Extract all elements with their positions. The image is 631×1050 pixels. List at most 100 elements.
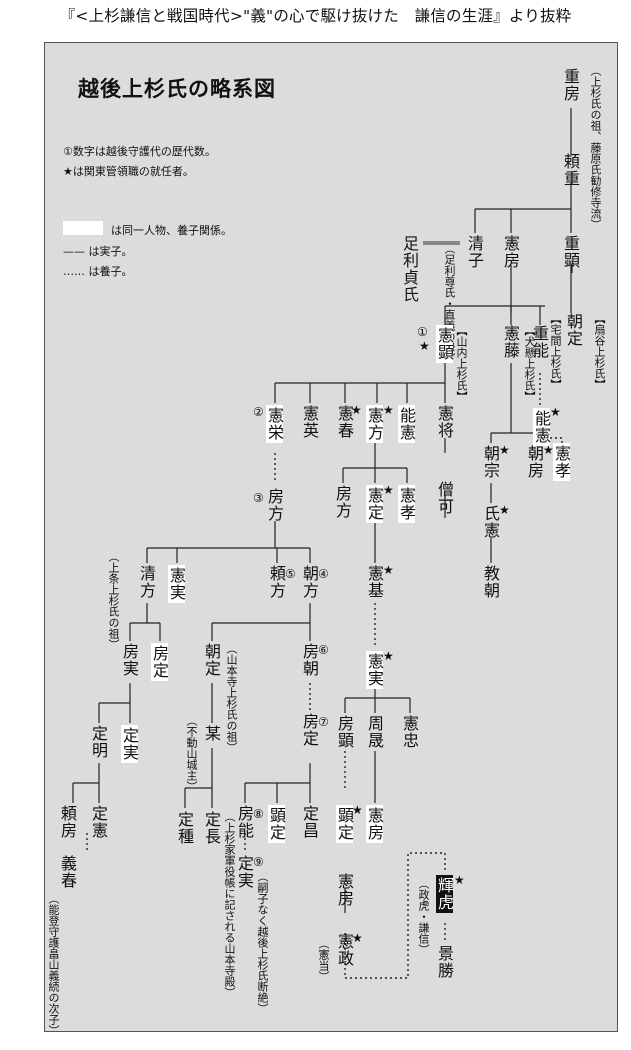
note-shigefusa: （上杉氏の祖、藤原氏勧修寺流） [589,65,602,230]
star-norikata: ★ [383,403,394,417]
node-fusasada2: 房定 [300,713,319,747]
num-fusasada2: ⑦ [318,715,329,729]
node-fusatomo: 房朝 [300,643,319,677]
node-norifusa2: 憲房 [365,805,384,843]
node-norimasa: 憲政 [335,933,354,967]
num-fusayoshi: ⑧ [253,807,264,821]
note-norimasa: （憲当） [317,938,330,982]
node-shigeaki: 重顕 [561,235,580,269]
node-noritaka2: 憲孝 [397,485,416,523]
node-noriei: 憲栄 [265,405,284,443]
node-shigeyoshi: 重能 [530,325,549,359]
legend-item-number: ①数字は越後守護代の歴代数。 [63,145,216,158]
node-ujinori: 氏憲 [481,505,500,539]
num-sadazane2: ⑨ [253,855,264,869]
note-kiyokata: （上条上杉氏の祖） [107,551,120,650]
node-yorikata: 頼方 [267,565,286,599]
num-yorikata: ⑤ [285,567,296,581]
node-sadanori: 定憲 [89,805,108,839]
star-norizane2: ★ [383,649,394,663]
star-tomofusa: ★ [543,443,554,457]
node-norifusa: 憲房 [501,235,520,269]
node-tomosada: 朝定 [564,313,583,347]
node-kagekatsu: 景勝 [435,945,454,979]
legend-white-box [63,221,103,235]
node-tomosada2: 朝定 [202,643,221,677]
genealogy-panel: 越後上杉氏の略系図 ①数字は越後守護代の歴代数。 ★は関東管領職の就任者。 は同… [44,42,618,1032]
legend-item-adopted: ‥‥‥ は養子。 [63,265,133,278]
node-shigefusa: 重房 [561,68,580,102]
star-tomomune: ★ [499,443,510,457]
node-tomomune: 朝宗 [481,445,500,479]
node-kiyokata: 清方 [137,565,156,599]
node-norisada: 憲定 [365,485,384,523]
node-ashikaga-sadauji: 足利貞氏 [400,235,419,303]
node-bo: 某 [202,725,221,742]
star-akisada: ★ [352,803,363,817]
node-noritada: 憲忠 [400,715,419,749]
node-norifusa3: 憲房 [335,873,354,907]
note-sadanaga: （上杉家軍役帳に記される山本寺殿） [223,811,236,998]
node-kiyoko: 清子 [465,235,484,269]
node-yoshinori: 能憲 [397,405,416,443]
label-ogigayatsu: 【扇谷上杉氏】 [593,313,606,390]
node-chikamori: 周晟 [365,715,384,749]
note-sadazane2: （嗣子なく越後上杉氏断絶） [256,871,269,1014]
star-terutora: ★ [454,873,465,887]
node-fusazane: 房実 [120,643,139,677]
star-norimasa: ★ [352,931,363,945]
star-noriharu: ★ [351,403,362,417]
chart-title: 越後上杉氏の略系図 [78,77,276,101]
node-noriaki: 憲顕 [435,325,454,363]
node-norimoto2: 憲基 [365,565,384,599]
num-fusatomo: ⑥ [318,643,329,657]
source-caption: 『<上杉謙信と戦国時代>"義"の心で駆け抜けた 謙信の生涯』より抜粋 [59,7,572,25]
star-yoshinori2: ★ [550,405,561,419]
node-yoshiharu: 義春 [58,855,77,889]
node-sadanaga: 定長 [202,811,221,845]
node-yoshinori2: 能憲 [532,408,551,446]
node-fusasada: 房定 [150,643,169,681]
node-sadazane2: 定実 [235,855,254,889]
legend-item-star: ★は関東管領職の就任者。 [63,165,194,178]
node-norimasa-monk: 憲将 [435,405,454,439]
node-terutora: 輝虎 [435,875,454,913]
star-ujinori: ★ [499,503,510,517]
node-yorifusa: 頼房 [58,805,77,839]
node-tomokata: 朝方 [300,565,319,599]
node-fusakata: 房方 [265,488,284,522]
node-sadamasa: 定昌 [300,805,319,839]
note-terutora: （政虎・謙信） [417,878,430,955]
node-noritaka: 憲孝 [552,443,571,481]
node-norimoto: 教朝 [481,565,500,599]
lineage-lines [72,108,573,979]
node-yorishige: 頼重 [561,153,580,187]
note-bo: （不動山城主） [185,715,198,792]
legend-item-biological: —— は実子。 [63,245,133,258]
legend-item-same-person: は同一人物、養子関係。 [111,224,232,237]
num-noriaki: ① [417,325,428,339]
node-sadaaki: 定明 [89,725,108,759]
label-takumayama: 【宅間上杉氏】 [549,313,562,390]
label-inukake: 【犬懸上杉氏】 [523,325,536,402]
node-norikata: 憲方 [365,405,384,443]
num-fusakata: ③ [253,491,264,505]
label-yamanouchi: 【山内上杉氏】 [455,325,468,402]
note-yoshiharu: （能登守護畠山義続の次子） [47,893,60,1032]
star-noriaki: ★ [419,339,430,353]
note-tomosada2: （山本寺上杉氏の祖） [225,643,238,753]
star-norisada: ★ [383,483,394,497]
num-tomokata: ④ [318,567,329,581]
node-norifuji: 憲藤 [501,325,520,359]
node-soka: 僧可 [435,481,454,515]
node-noriharu: 憲春 [335,405,354,439]
node-akisada-b: 顕定 [335,805,354,843]
node-norizane: 憲実 [167,565,186,603]
node-fusayoshi: 房能 [235,805,254,839]
node-fusaaki: 房顕 [335,715,354,749]
num-noriei: ② [253,405,264,419]
star-norimoto2: ★ [383,563,394,577]
node-norihide: 憲英 [300,405,319,439]
node-norizane2: 憲実 [365,651,384,689]
node-akisada-a: 顕定 [267,805,286,843]
